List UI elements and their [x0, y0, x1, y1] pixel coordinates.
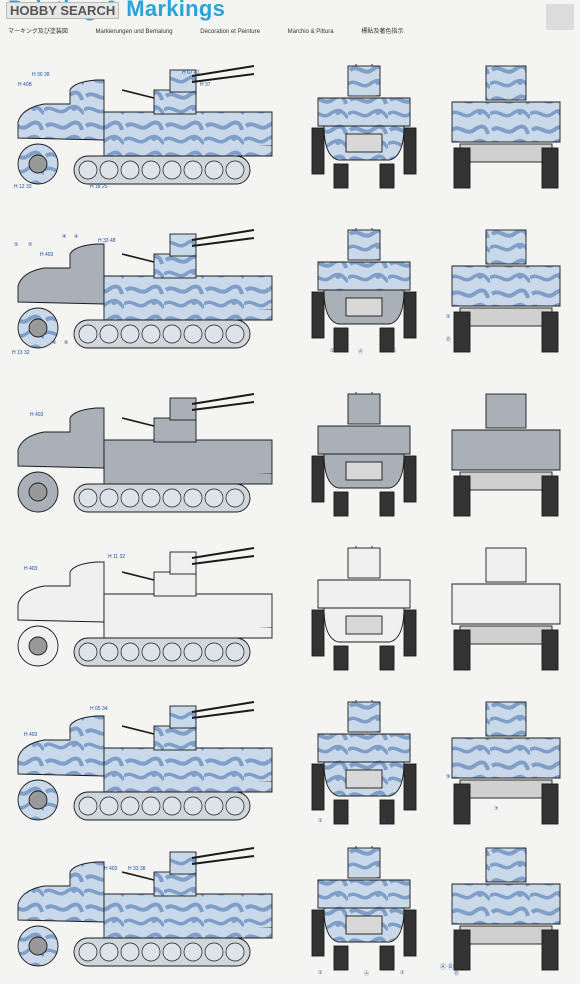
- color-callout: H 40B: [18, 82, 32, 88]
- front-view: [311, 700, 417, 825]
- front-view: [311, 228, 417, 353]
- section-3: H 403: [0, 370, 580, 530]
- rear-view: [451, 701, 561, 825]
- side-view: [17, 393, 273, 513]
- color-callout: Ⓑ: [454, 971, 460, 977]
- color-callout: H 12 33: [14, 184, 32, 190]
- color-callout: H 18 25: [90, 184, 108, 190]
- lang-chinese: 標貼及著色指示: [361, 29, 404, 35]
- color-callout: ②: [446, 314, 451, 320]
- front-view: [311, 64, 417, 189]
- color-callout: H 403: [24, 566, 38, 572]
- section-4: H 403 H 11 32: [0, 524, 580, 684]
- section-6: H 403 H 33 38 ① Ⓐ ① Ⓑ: [0, 824, 580, 984]
- color-callout: H 33 48: [98, 238, 116, 244]
- lang-japanese: マーキング及び塗装図: [8, 29, 68, 35]
- section-5: H 65 34 H 403 ① ① ⑨ ⑦: [0, 678, 580, 838]
- rear-view: [451, 65, 561, 189]
- color-callout: ①: [392, 348, 397, 354]
- color-callout: ①: [400, 970, 405, 976]
- color-callout: H 67 41: [182, 70, 200, 76]
- color-callout: H 13 32: [12, 350, 30, 356]
- corner-logo: [546, 4, 574, 30]
- rear-view: [451, 547, 561, 671]
- color-callout: H 30 28: [32, 72, 50, 78]
- lang-italian: Marchio & Pittura: [287, 29, 334, 35]
- color-callout: H 403: [40, 252, 54, 258]
- rear-view: [451, 229, 561, 353]
- side-view: [17, 701, 273, 821]
- side-view: [17, 847, 273, 967]
- color-callout: H 403: [30, 412, 44, 418]
- color-callout: ⑤: [14, 242, 19, 248]
- lang-german: Markierungen und Bemalung: [95, 29, 173, 35]
- color-callout: Ⓐ: [358, 349, 364, 355]
- color-callout: ⑦: [494, 806, 499, 812]
- side-view: [17, 229, 273, 349]
- color-callout: Ⓐ: [364, 971, 370, 977]
- front-view: [311, 546, 417, 671]
- color-callout: H 37: [200, 82, 211, 88]
- section-2: ⑤ ⑤ ④ ④ H 403 H 33 48 H 13 32 ⑧ ⑥ ① Ⓐ ① ② Ⓑ: [0, 206, 580, 366]
- page-header: Painting & Markings HOBBY SEARCH マーキング及び…: [0, 0, 580, 46]
- color-callout: ⑤: [28, 242, 33, 248]
- language-labels: マーキング及び塗装図 Markierungen und Bemalung Dec…: [8, 26, 429, 35]
- color-callout: ④: [62, 234, 67, 240]
- color-callout: ⑧: [52, 340, 57, 346]
- color-callout: ①: [382, 818, 387, 824]
- side-view: [17, 547, 273, 667]
- color-callout: ①: [330, 348, 335, 354]
- color-callout: ④: [74, 234, 79, 240]
- color-callout: H 33 38: [128, 866, 146, 872]
- rear-view: [451, 393, 561, 517]
- color-callout: Ⓑ: [446, 337, 452, 343]
- color-callout: H 403: [104, 866, 118, 872]
- color-callout: ①: [318, 970, 323, 976]
- color-callout: H 403: [24, 732, 38, 738]
- front-view: [311, 392, 417, 517]
- color-callout: ⑨: [446, 774, 451, 780]
- color-callout: H 65 34: [90, 706, 108, 712]
- lang-french: Decoration et Peinture: [200, 29, 260, 35]
- color-callout: H 11 32: [108, 554, 126, 560]
- color-callout: ①: [318, 818, 323, 824]
- watermark: HOBBY SEARCH: [6, 2, 120, 19]
- legend: Ⓐ Ⓑ: [440, 965, 454, 971]
- front-view: [311, 846, 417, 971]
- side-view: [17, 65, 273, 185]
- rear-view: [451, 847, 561, 971]
- color-callout: ⑥: [64, 340, 69, 346]
